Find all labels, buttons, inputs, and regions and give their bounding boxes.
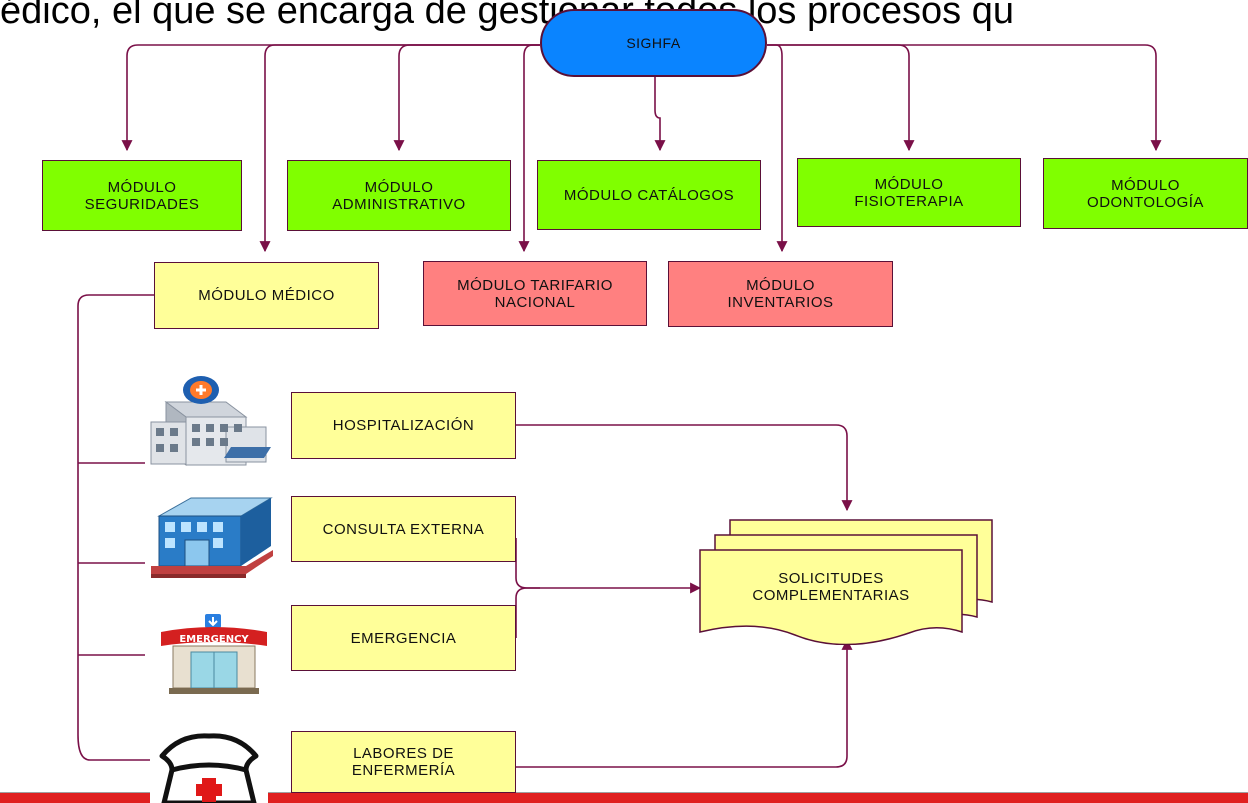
- module-odontologia: MÓDULO ODONTOLOGÍA: [1043, 158, 1248, 229]
- edge-consulta-solicitudes: [515, 538, 702, 594]
- module-seguridades: MÓDULO SEGURIDADES: [42, 160, 242, 231]
- submodule-consulta-externa: CONSULTA EXTERNA: [291, 496, 516, 562]
- edge-root-administrativo: [393, 44, 540, 152]
- edge-root-catalogos: [654, 77, 666, 152]
- clinic-building-icon: [151, 497, 273, 578]
- module-medico: MÓDULO MÉDICO: [154, 262, 379, 329]
- edge-root-fisioterapia: [767, 44, 915, 152]
- edge-enfermeria-solicitudes: [516, 638, 853, 768]
- emergency-sign-text: EMERGENCY: [179, 634, 249, 645]
- solicitudes-document-stack: [699, 519, 993, 645]
- submodule-emergencia: EMERGENCIA: [291, 605, 516, 671]
- footer-divider: [0, 792, 1248, 793]
- submodule-hospitalizacion: HOSPITALIZACIÓN: [291, 392, 516, 459]
- module-inventarios: MÓDULO INVENTARIOS: [668, 261, 893, 327]
- emergency-room-icon: EMERGENCY: [161, 614, 267, 694]
- module-fisioterapia: MÓDULO FISIOTERAPIA: [797, 158, 1021, 227]
- hospital-building-icon: [150, 376, 271, 466]
- edge-root-odontologia: [767, 44, 1162, 152]
- edge-medico-bracket: [77, 294, 155, 761]
- root-node: SIGHFA: [540, 9, 767, 77]
- nurse-cap-icon: [150, 726, 268, 803]
- edge-emergencia-solicitudes: [515, 587, 540, 638]
- edge-hosp-solicitudes: [516, 424, 853, 512]
- module-catalogos: MÓDULO CATÁLOGOS: [537, 160, 761, 230]
- edge-root-medico: [259, 44, 540, 253]
- header-text: édico, el que se encarga de gestionar to…: [0, 0, 1014, 32]
- edge-root-seguridades: [121, 44, 540, 152]
- edge-root-tarifario: [518, 44, 540, 253]
- solicitudes-label: SOLICITUDES COMPLEMENTARIAS: [752, 570, 910, 604]
- submodule-enfermeria: LABORES DE ENFERMERÍA: [291, 731, 516, 793]
- edge-root-inventarios: [767, 44, 788, 253]
- footer-bar: [0, 793, 1248, 803]
- module-tarifario: MÓDULO TARIFARIO NACIONAL: [423, 261, 647, 326]
- module-administrativo: MÓDULO ADMINISTRATIVO: [287, 160, 511, 231]
